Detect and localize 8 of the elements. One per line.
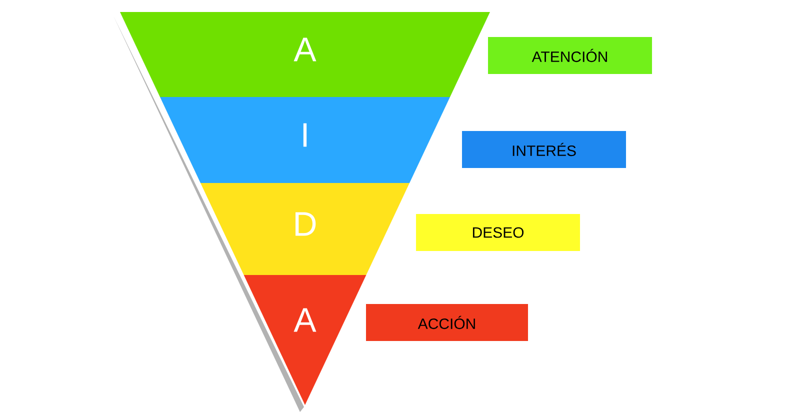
label-box: ACCIÓN	[366, 304, 528, 341]
funnel-band: A	[120, 12, 490, 97]
funnel-band: I	[160, 97, 450, 183]
label-box: INTERÉS	[462, 131, 626, 168]
label-box: DESEO	[416, 214, 580, 251]
funnel-band: A	[244, 275, 366, 405]
funnel-band: D	[200, 183, 410, 275]
label-box: ATENCIÓN	[488, 37, 652, 74]
